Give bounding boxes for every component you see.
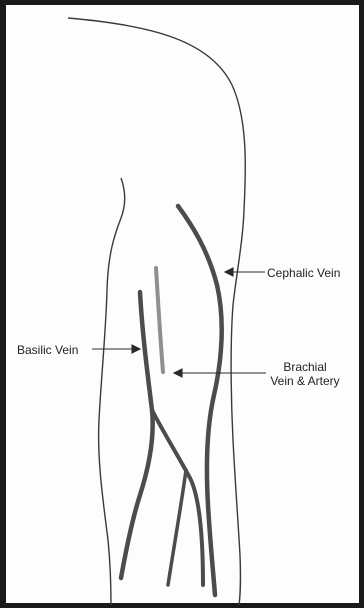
brachial-label: Brachial Vein & Artery bbox=[268, 360, 342, 388]
brachial-pointer-arrowhead bbox=[174, 369, 182, 377]
cephalic-vein-label: Cephalic Vein bbox=[267, 266, 340, 280]
brachial-label-line1: Brachial bbox=[268, 360, 342, 374]
basilic-vein bbox=[121, 292, 153, 578]
basilic-pointer-arrowhead bbox=[132, 345, 140, 353]
forearm-branch-vein bbox=[168, 470, 186, 585]
arm-inner-contour bbox=[99, 178, 125, 605]
arm-outer-contour bbox=[68, 18, 245, 605]
median-cubital-vein bbox=[152, 410, 203, 585]
basilic-vein-label: Basilic Vein bbox=[17, 343, 78, 357]
brachial-label-line2: Vein & Artery bbox=[268, 374, 342, 388]
cephalic-pointer-arrowhead bbox=[225, 268, 233, 276]
brachial-artery bbox=[156, 268, 163, 372]
